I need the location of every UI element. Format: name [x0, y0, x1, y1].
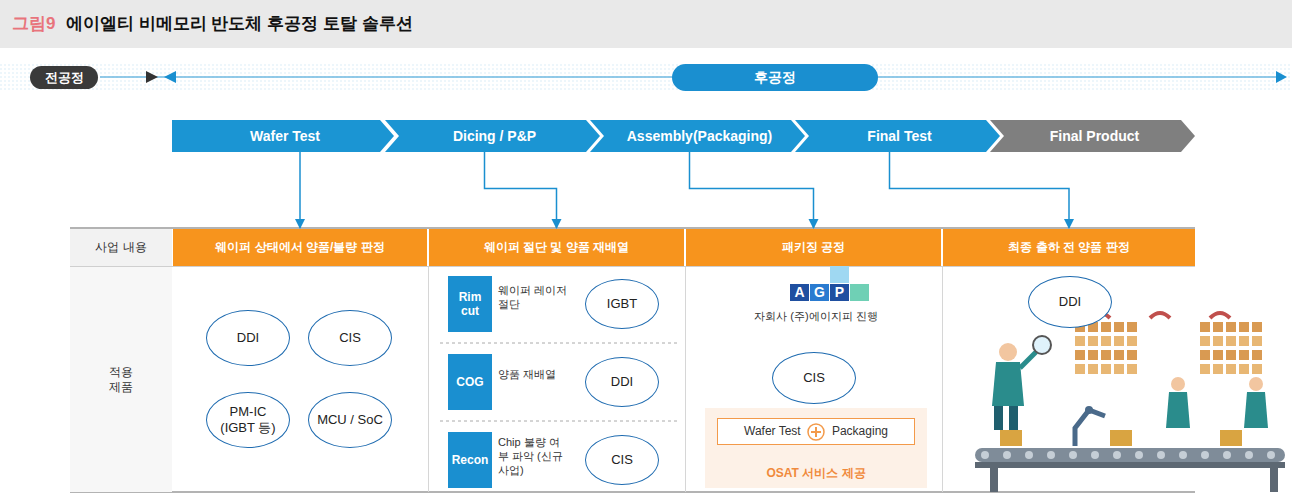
row-header: 적용 제품	[70, 267, 172, 492]
arrow-head	[164, 71, 176, 83]
node-text: G	[814, 284, 825, 301]
logo-letter: G	[810, 284, 829, 301]
node-text: OSAT 서비스 제공	[766, 466, 865, 480]
phase-pill: 전공정	[30, 66, 98, 89]
process-chevron: Assembly(Packaging)	[590, 120, 805, 152]
node-text: CIS	[339, 330, 361, 346]
business-header: 최종 출하 전 양품 판정	[943, 229, 1195, 266]
arrow-head	[1276, 71, 1287, 83]
node-text: Final Product	[1050, 128, 1139, 145]
node-text: Wafer Test	[250, 128, 320, 145]
title-band	[0, 0, 1292, 48]
process-square: Recon	[448, 432, 492, 488]
flow-connector	[485, 152, 557, 228]
node-text: DDI	[1059, 294, 1081, 310]
logo-accent	[830, 266, 849, 283]
phase-pill: 후공정	[672, 64, 878, 91]
process-chevron: Dicing / P&P	[385, 120, 600, 152]
product-circle: CIS	[585, 435, 659, 485]
node-text: Final Test	[867, 128, 931, 145]
product-circle: MCU / SoC	[308, 392, 392, 448]
node-text: 후공정	[754, 69, 796, 86]
service-panel: OSAT 서비스 제공 Wafer Test Packaging	[705, 408, 927, 488]
process-square: Rim cut	[448, 276, 492, 332]
row-header: 사업 내용	[70, 229, 172, 266]
step-note: 웨이퍼 레이저 절단	[498, 284, 568, 312]
node-text: 최종 출하 전 양품 판정	[1008, 240, 1129, 254]
node-text: 웨이퍼 상태에서 양품/불량 판정	[215, 240, 384, 254]
process-chevron: Wafer Test	[172, 120, 394, 152]
node-text: CIS	[611, 452, 633, 468]
node-text: IGBT	[607, 296, 637, 312]
node-text: Rim cut	[452, 290, 488, 319]
node-text: DDI	[237, 330, 259, 346]
process-chevron: Final Product	[990, 120, 1195, 152]
node-text: A	[794, 284, 804, 301]
node-text: Wafer Test	[744, 424, 801, 438]
figure-number: 그림9	[12, 13, 55, 34]
node-text: PM-IC (IGBT 등)	[211, 404, 285, 435]
service-box: Wafer Test Packaging	[717, 418, 915, 445]
node-text: 사업 내용	[95, 240, 146, 254]
flow-connector	[299, 152, 301, 228]
node-text: 적용 제품	[107, 365, 136, 394]
node-text: P	[835, 284, 844, 301]
logo-letter: A	[790, 284, 809, 301]
logo-letter: P	[830, 284, 849, 301]
dashed-line	[440, 421, 678, 422]
node-text: 웨이퍼 절단 및 양품 재배열	[484, 240, 629, 254]
node-text: Recon	[452, 453, 489, 467]
node-text: Packaging	[832, 424, 888, 438]
product-circle: DDI	[585, 357, 659, 407]
business-header: 웨이퍼 절단 및 양품 재배열	[429, 229, 684, 266]
product-circle: DDI	[1028, 276, 1112, 328]
product-circle: PM-IC (IGBT 등)	[206, 392, 290, 448]
flow-connector	[690, 152, 814, 228]
arrow-head	[146, 71, 158, 83]
timeline-band	[0, 62, 1292, 92]
flow-connector	[890, 152, 1070, 228]
product-circle: DDI	[206, 310, 290, 366]
diagram-title: 에이엘티 비메모리 반도체 후공정 토탈 솔루션	[66, 13, 413, 34]
node-text: CIS	[803, 370, 825, 386]
table-line	[428, 267, 429, 492]
process-square: COG	[448, 354, 492, 410]
node-text: Dicing / P&P	[453, 128, 536, 145]
business-header: 웨이퍼 상태에서 양품/불량 판정	[173, 229, 427, 266]
node-text: 전공정	[45, 70, 84, 86]
node-text: Assembly(Packaging)	[627, 128, 773, 145]
business-header: 패키징 공정	[686, 229, 941, 266]
subsidiary-note: 자회사 (주)에이지피 진행	[716, 310, 916, 324]
table-line	[70, 491, 1195, 493]
plus-symbol	[807, 423, 825, 441]
process-chevron: Final Test	[795, 120, 1000, 152]
table-line	[685, 267, 686, 492]
node-text: DDI	[611, 374, 633, 390]
logo-accent	[850, 284, 869, 301]
product-circle: IGBT	[585, 279, 659, 329]
product-circle: CIS	[772, 352, 856, 404]
product-circle: CIS	[308, 310, 392, 366]
dashed-line	[440, 343, 678, 344]
node-text: 패키징 공정	[782, 240, 845, 254]
factory-illustration	[975, 313, 1285, 492]
node-text: MCU / SoC	[317, 412, 383, 428]
table-line	[70, 266, 1195, 267]
step-note: 양품 재배열	[498, 368, 568, 382]
table-line	[942, 267, 943, 492]
node-text: COG	[456, 375, 483, 389]
step-note: Chip 불량 여부 파악 (신규사업)	[498, 436, 564, 477]
